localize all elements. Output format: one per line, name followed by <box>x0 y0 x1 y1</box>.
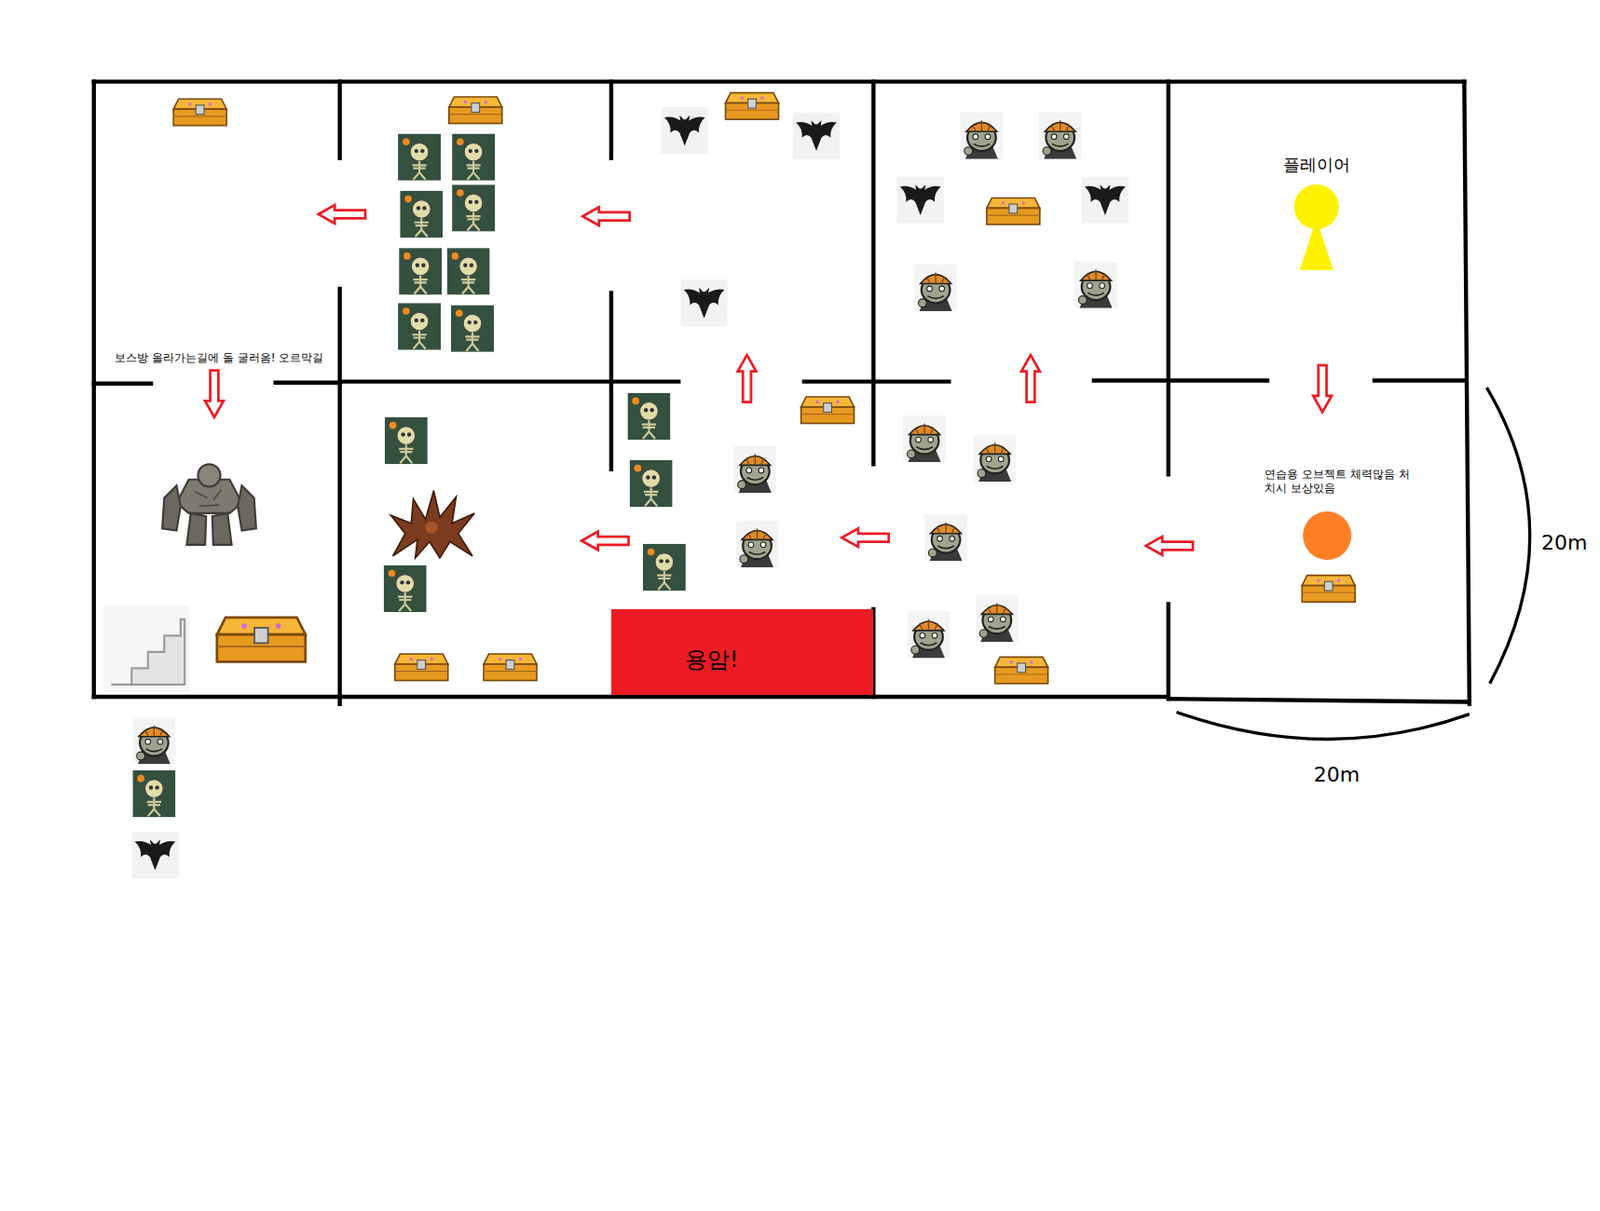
dimension-brackets <box>1176 387 1531 739</box>
treasure-chests <box>173 93 1355 684</box>
skeletons <box>132 133 686 818</box>
lava-zone: 용암! <box>611 609 874 696</box>
stairs <box>103 604 191 692</box>
dimension-label: 20m <box>1541 531 1587 556</box>
note-label: 보스방 올라가는길에 돌 굴러옴! 오르막길 <box>114 351 324 365</box>
node-text: 연습용 오브젝트 체력많음 처치시 보상있음 <box>1260 467 1419 497</box>
node-text: 플레이어 <box>1265 152 1368 176</box>
orange-orb <box>1303 511 1353 561</box>
player-marker: 플레이어 <box>1265 152 1368 275</box>
zombies <box>132 111 1118 765</box>
flow-arrows <box>205 205 1332 556</box>
walls <box>94 82 1470 705</box>
node-text: 용암! <box>684 644 739 675</box>
practice-object: 연습용 오브젝트 체력많음 처치시 보상있음 <box>1260 467 1424 566</box>
bats <box>131 107 1129 879</box>
golem-boss <box>162 464 257 546</box>
dimension-label: 20m <box>1313 763 1360 788</box>
insect-monster <box>390 491 475 559</box>
player-head <box>1294 184 1340 230</box>
